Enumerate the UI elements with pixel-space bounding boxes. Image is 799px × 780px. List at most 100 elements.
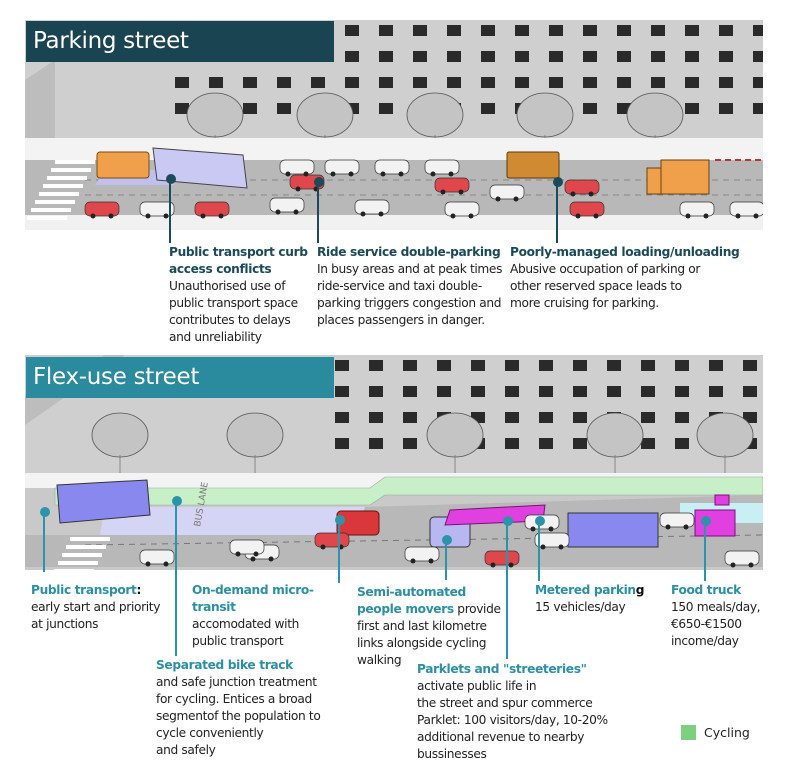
- wheel: [348, 171, 354, 177]
- callout-dot: [701, 516, 711, 526]
- wheel: [730, 562, 736, 568]
- callout-line: [169, 179, 171, 243]
- callout-text: 15 vehicles/day: [535, 600, 626, 614]
- callout-text: Parklet: 100 visitors/day, 10-20%: [417, 713, 608, 727]
- callout-text: Abusive occupation of parking or: [510, 262, 701, 276]
- wheel: [360, 211, 366, 217]
- flex-use-street-title: Flex-use street: [26, 357, 334, 398]
- food-truck: [694, 494, 736, 537]
- window: [471, 386, 485, 397]
- wheel: [588, 191, 594, 197]
- callout-double-parking: Ride service double-parking In busy area…: [317, 244, 507, 329]
- car: [139, 201, 175, 217]
- window: [743, 360, 757, 371]
- car: [279, 159, 315, 175]
- crosswalk-stripe: [27, 216, 67, 220]
- wheel: [735, 213, 741, 219]
- car: [444, 201, 480, 217]
- window: [719, 77, 733, 88]
- window: [709, 360, 723, 371]
- window: [175, 77, 189, 88]
- tree: [586, 412, 644, 458]
- callout-heading: Metered parking: [535, 583, 645, 597]
- window: [379, 51, 393, 62]
- window: [243, 77, 257, 88]
- callout-dot: [166, 174, 176, 184]
- tree: [91, 412, 149, 458]
- window: [515, 51, 529, 62]
- window: [583, 25, 597, 36]
- window: [685, 103, 699, 114]
- window: [505, 360, 519, 371]
- wheel: [275, 209, 281, 215]
- wheel: [703, 213, 709, 219]
- window: [641, 386, 655, 397]
- wheel: [748, 562, 754, 568]
- callout-heading: Semi-automated: [357, 585, 466, 599]
- wheel: [398, 171, 404, 177]
- window: [369, 360, 383, 371]
- crosswalk-stripe: [47, 176, 87, 180]
- window: [379, 25, 393, 36]
- car: [724, 550, 760, 566]
- callout-heading: On-demand micro-transit: [192, 583, 314, 614]
- callout-line: [556, 182, 558, 243]
- car: [139, 549, 175, 565]
- callout-heading: Food truck: [671, 583, 741, 597]
- callout-loading: Poorly-managed loading/unloading Abusive…: [510, 244, 750, 312]
- wheel: [293, 209, 299, 215]
- window: [369, 438, 383, 449]
- callout-text: and safely: [156, 743, 216, 757]
- wheel: [440, 189, 446, 195]
- wheel: [450, 213, 456, 219]
- bike-track: [54, 476, 763, 506]
- callout-heading: Ride service double-parking: [317, 245, 501, 259]
- crosswalk-stripe: [31, 208, 71, 212]
- crosswalk-stripe: [70, 537, 110, 541]
- window: [607, 386, 621, 397]
- window: [311, 77, 325, 88]
- callout-text: for cycling. Entices a broad: [156, 692, 312, 706]
- window: [583, 51, 597, 62]
- window: [403, 412, 417, 423]
- callout-dot: [314, 177, 324, 187]
- window: [277, 77, 291, 88]
- tree: [296, 92, 354, 138]
- window: [573, 360, 587, 371]
- window: [413, 77, 427, 88]
- callout-text: additional revenue to nearby: [417, 730, 585, 744]
- tree: [696, 412, 754, 458]
- box-truck: [646, 159, 710, 195]
- callout-dot: [442, 535, 452, 545]
- callout-line: [175, 501, 177, 656]
- window: [583, 77, 597, 88]
- window: [675, 412, 689, 423]
- crosswalk-stripe: [43, 184, 83, 188]
- window: [345, 25, 359, 36]
- window: [651, 77, 665, 88]
- legend-swatch-cycling: [681, 725, 696, 740]
- wheel: [250, 556, 256, 562]
- window: [675, 438, 689, 449]
- callout-food-truck: Food truck 150 meals/day, €650-€1500 inc…: [671, 582, 791, 650]
- wheel: [200, 213, 206, 219]
- window: [549, 25, 563, 36]
- callout-bike-track: Separated bike track and safe junction t…: [156, 657, 336, 759]
- wheel: [683, 524, 689, 530]
- callout-heading: Separated bike track: [156, 658, 293, 672]
- crosswalk-stripe: [55, 160, 95, 164]
- window: [675, 386, 689, 397]
- wheel: [548, 526, 554, 532]
- bus: [56, 479, 151, 524]
- car: [564, 179, 600, 195]
- callout-dot: [503, 516, 513, 526]
- window: [515, 25, 529, 36]
- callout-text: at junctions: [31, 617, 99, 631]
- car: [269, 197, 305, 213]
- window: [437, 386, 451, 397]
- wheel: [448, 171, 454, 177]
- window: [481, 25, 495, 36]
- crosswalk-stripe: [66, 545, 106, 549]
